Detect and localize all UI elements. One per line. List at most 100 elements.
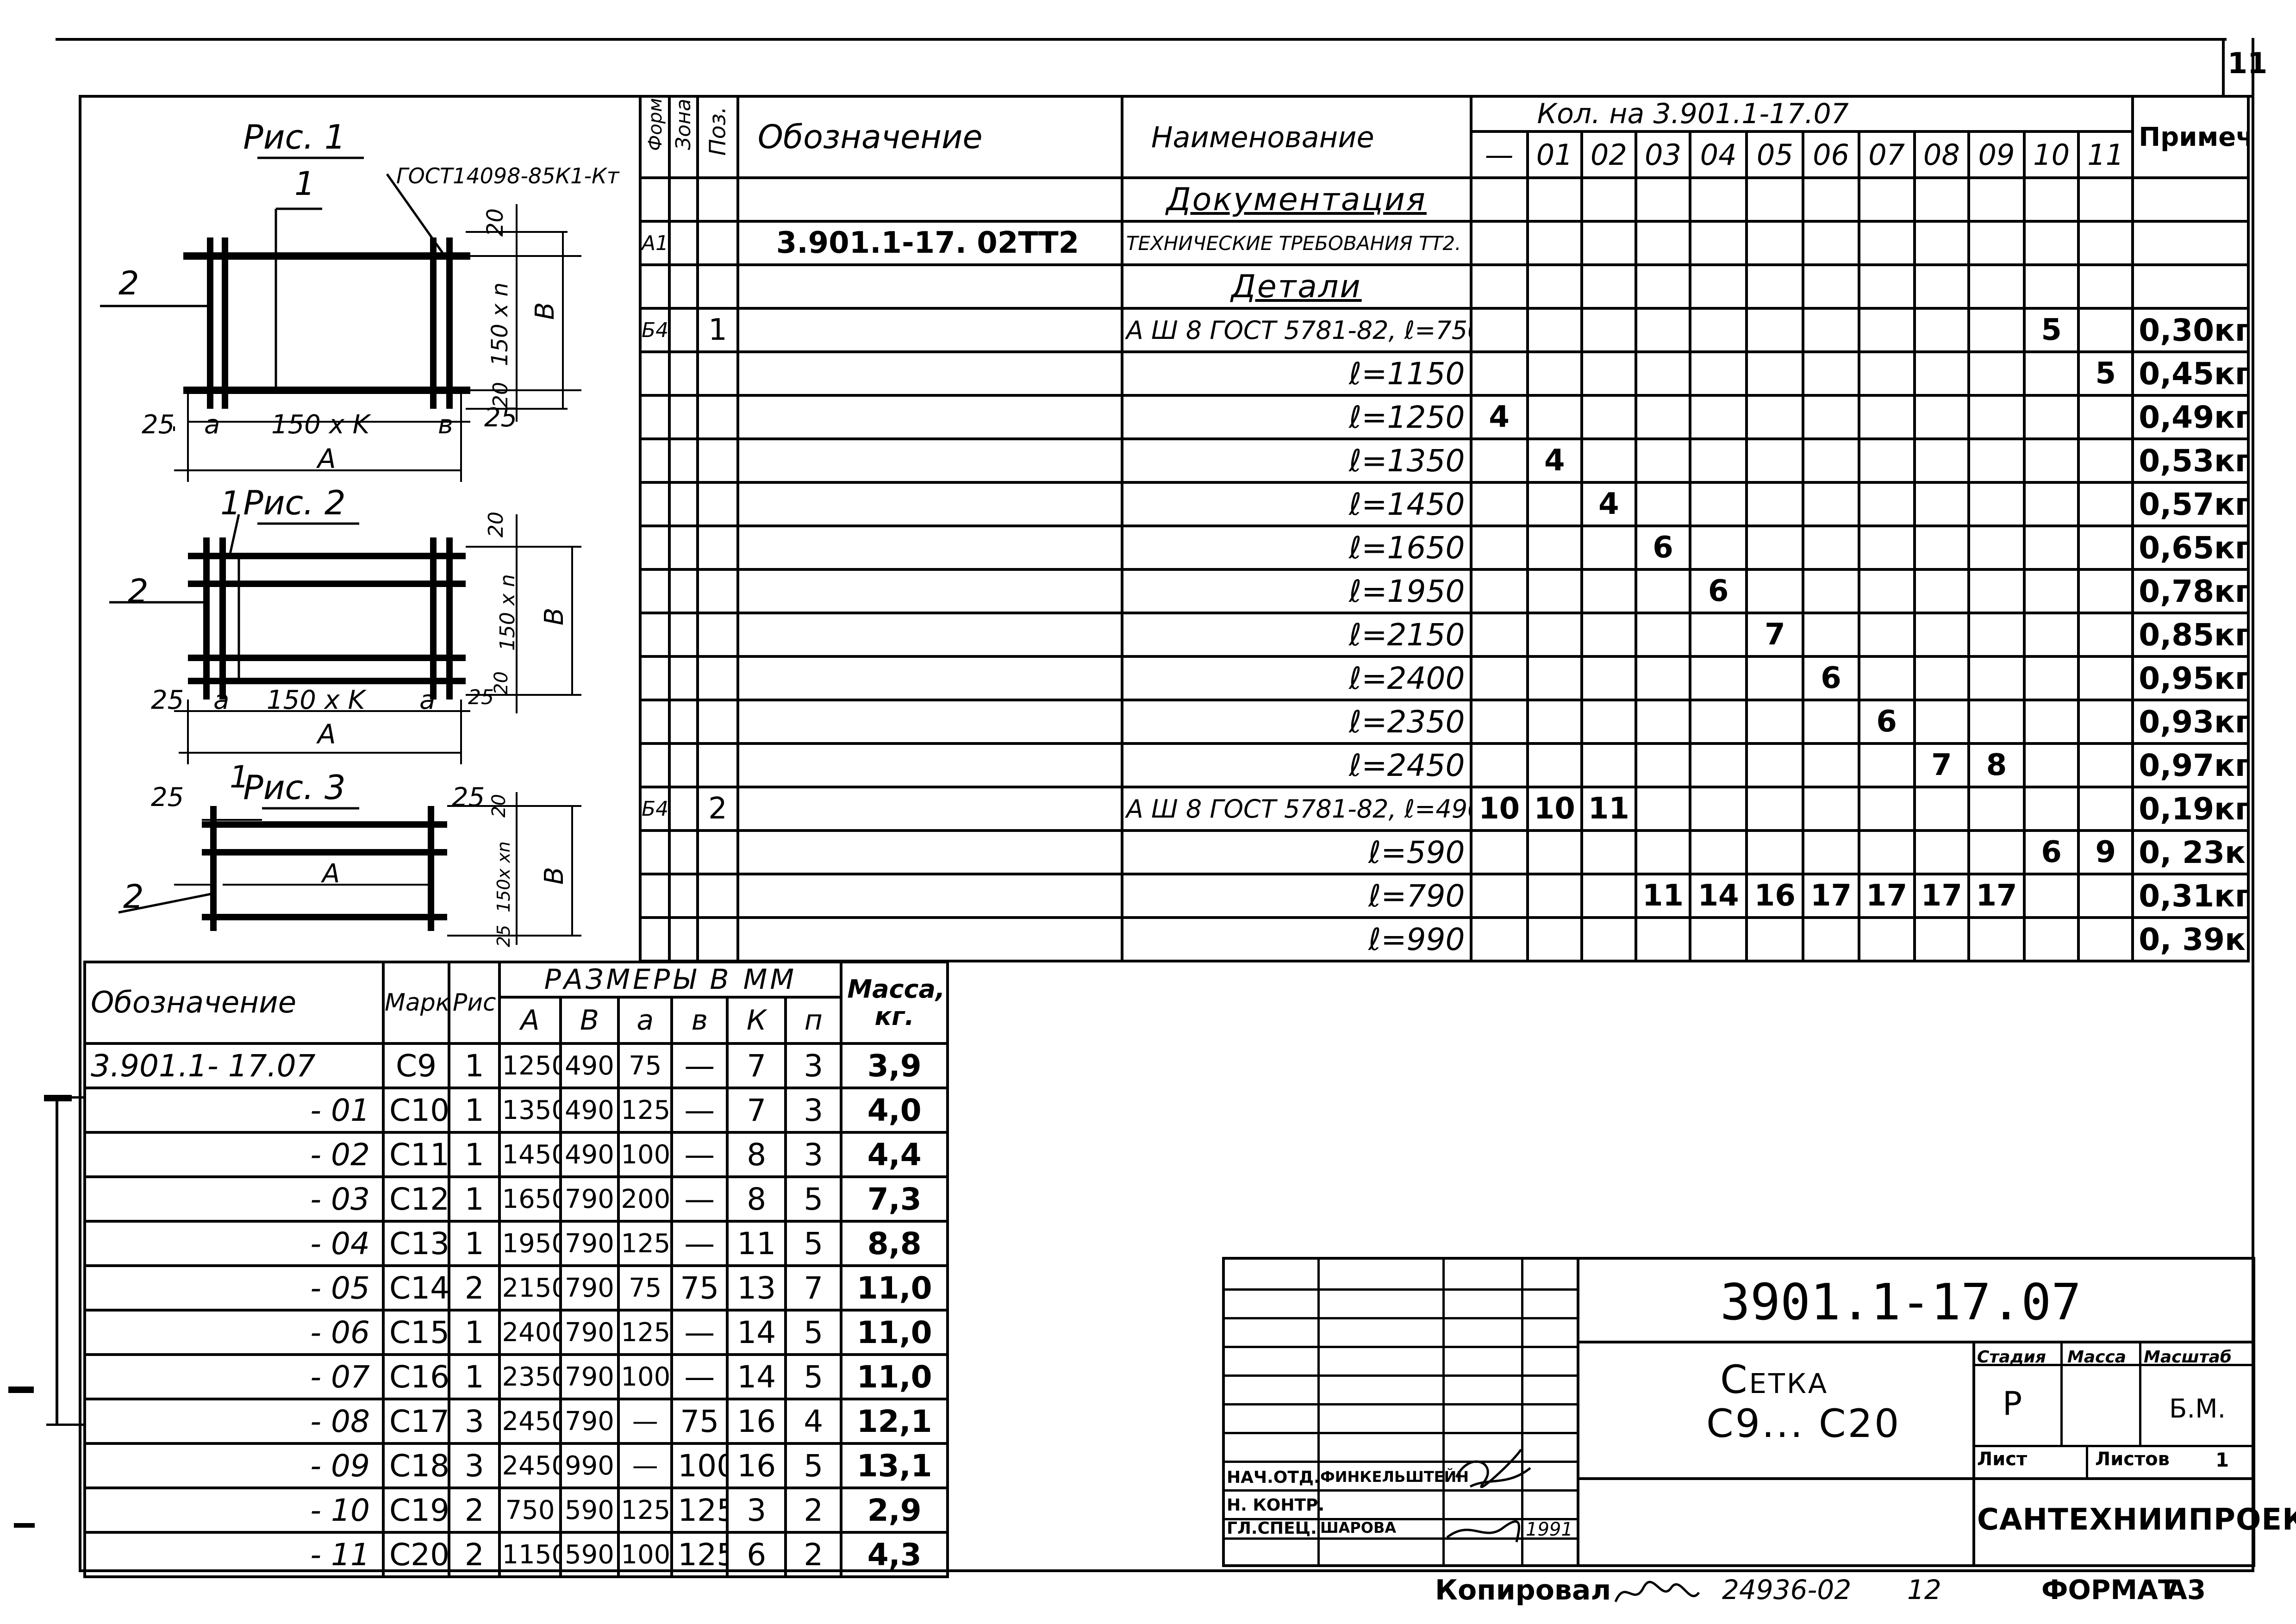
sizes-cell-des: - 07 xyxy=(83,1353,385,1400)
spec-designation xyxy=(736,350,1123,397)
sizes-cell-des: - 04 xyxy=(83,1220,385,1267)
sizes-cell-n: 5 xyxy=(784,1220,843,1267)
spec-qty-cell xyxy=(1689,742,1748,788)
spec-qty-cell xyxy=(1745,481,1805,527)
spec-qty-cell: 6 xyxy=(1689,568,1748,614)
spec-qty-cell xyxy=(2023,699,2080,745)
spec-pos: 1 xyxy=(696,307,739,353)
spec-zone xyxy=(668,525,699,571)
sizes-cell-fig: 2 xyxy=(448,1487,501,1534)
spec-name: ℓ=1350 xyxy=(1120,437,1472,484)
spec-note: 0, 39кг. xyxy=(2131,916,2250,962)
spec-qty-cell xyxy=(1857,916,1916,962)
qty-col-header: 03 xyxy=(1634,130,1692,179)
inventory-number: 24936-02 xyxy=(1722,1574,1852,1605)
sizes-cell-a: 125 xyxy=(617,1487,674,1534)
spec-qty-cell xyxy=(1634,394,1692,440)
page-number: 12 xyxy=(1907,1574,1941,1605)
spec-pos xyxy=(696,873,739,919)
spec-qty-cell xyxy=(1967,307,2026,353)
svg-text:20: 20 xyxy=(482,208,508,237)
spec-qty-cell xyxy=(1967,220,2026,266)
spec-note: 0,57кг xyxy=(2131,481,2250,527)
spec-qty-cell xyxy=(1913,786,1970,832)
spec-note: 0,30кг xyxy=(2131,307,2250,353)
spec-qty-cell xyxy=(1469,873,1529,919)
spec-qty-cell xyxy=(1634,220,1692,266)
spec-designation xyxy=(736,176,1123,223)
spec-qty-cell xyxy=(2023,916,2080,962)
spec-qty-cell xyxy=(1526,568,1583,614)
sizes-cell-mark: С9 xyxy=(382,1042,451,1089)
spec-zone xyxy=(668,655,699,701)
spec-qty-cell xyxy=(1802,786,1860,832)
spec-qty-cell xyxy=(1857,481,1916,527)
spec-designation xyxy=(736,829,1123,875)
sizes-cell-A: 1350 xyxy=(498,1087,562,1134)
sizes-cell-v: — xyxy=(670,1309,729,1356)
spec-qty-cell xyxy=(1913,916,1970,962)
sign-role-2: Н. контр. xyxy=(1227,1496,1325,1515)
spec-qty-cell xyxy=(1634,437,1692,484)
sizes-subcol-header: п xyxy=(784,996,843,1045)
col-designation: Обозначение xyxy=(736,95,1123,179)
spec-qty-cell xyxy=(1802,481,1860,527)
sheets-label: Листов xyxy=(2095,1449,2170,1470)
spec-pos xyxy=(696,568,739,614)
sizes-cell-A: 2150 xyxy=(498,1264,562,1312)
spec-name: Технические требования ТТ2. xyxy=(1120,220,1472,266)
spec-qty-cell xyxy=(1469,829,1529,875)
sizes-cell-A: 2350 xyxy=(498,1353,562,1400)
sizes-row: - 05С1422150790757513711,0 xyxy=(83,1264,949,1312)
sizes-cell-n: 5 xyxy=(784,1309,843,1356)
sizes-cell-mass: 8,8 xyxy=(840,1220,949,1267)
sizes-cell-n: 3 xyxy=(784,1087,843,1134)
spec-qty-cell xyxy=(1526,394,1583,440)
spec-designation xyxy=(736,394,1123,440)
spec-note: 0,85кг. xyxy=(2131,612,2250,658)
spec-qty-cell xyxy=(1634,263,1692,310)
spec-qty-cell xyxy=(1913,307,1970,353)
sign-name-3: Шарова xyxy=(1320,1519,1397,1537)
qty-col-header: 11 xyxy=(2077,130,2134,179)
spec-qty-cell xyxy=(1580,263,1637,310)
svg-text:150 x K: 150 x K xyxy=(271,410,372,440)
spec-qty-cell xyxy=(1526,525,1583,571)
spec-zone xyxy=(668,742,699,788)
spec-qty-cell xyxy=(1802,525,1860,571)
spec-designation xyxy=(736,786,1123,832)
spec-qty-cell xyxy=(2023,568,2080,614)
spec-format xyxy=(638,263,671,310)
frame-right-line xyxy=(2252,38,2254,1572)
sizes-cell-fig: 1 xyxy=(448,1175,501,1223)
scale-label: Масштаб xyxy=(2144,1348,2232,1367)
spec-name: А Ш 8 ГОСТ 5781-82, ℓ=490 xyxy=(1120,786,1472,832)
svg-text:2: 2 xyxy=(123,878,144,916)
spec-name: ℓ=2350 xyxy=(1120,699,1472,745)
spec-note: 0,65кг xyxy=(2131,525,2250,571)
sizes-cell-K: 3 xyxy=(726,1487,787,1534)
spec-qty-cell xyxy=(1913,481,1970,527)
spec-pos xyxy=(696,699,739,745)
spec-qty-cell xyxy=(1857,568,1916,614)
sizes-cell-B: 490 xyxy=(559,1131,620,1178)
spec-qty-cell xyxy=(2077,742,2134,788)
spec-note: 0,19кг. xyxy=(2131,786,2250,832)
sizes-cell-v: — xyxy=(670,1131,729,1178)
sizes-cell-mass: 4,0 xyxy=(840,1087,949,1134)
title-line1: Сетка xyxy=(1720,1357,1829,1402)
spec-qty-cell xyxy=(1689,829,1748,875)
spec-qty-cell xyxy=(1469,481,1529,527)
sizes-cell-a: 125 xyxy=(617,1087,674,1134)
spec-qty-cell xyxy=(1857,437,1916,484)
spec-note: 0,53кг xyxy=(2131,437,2250,484)
sizes-cell-mark: С10 xyxy=(382,1087,451,1134)
sizes-cell-v: — xyxy=(670,1353,729,1400)
sizes-cell-n: 5 xyxy=(784,1353,843,1400)
spec-qty-cell: 10 xyxy=(1469,786,1529,832)
spec-format: Б4 xyxy=(638,307,671,353)
